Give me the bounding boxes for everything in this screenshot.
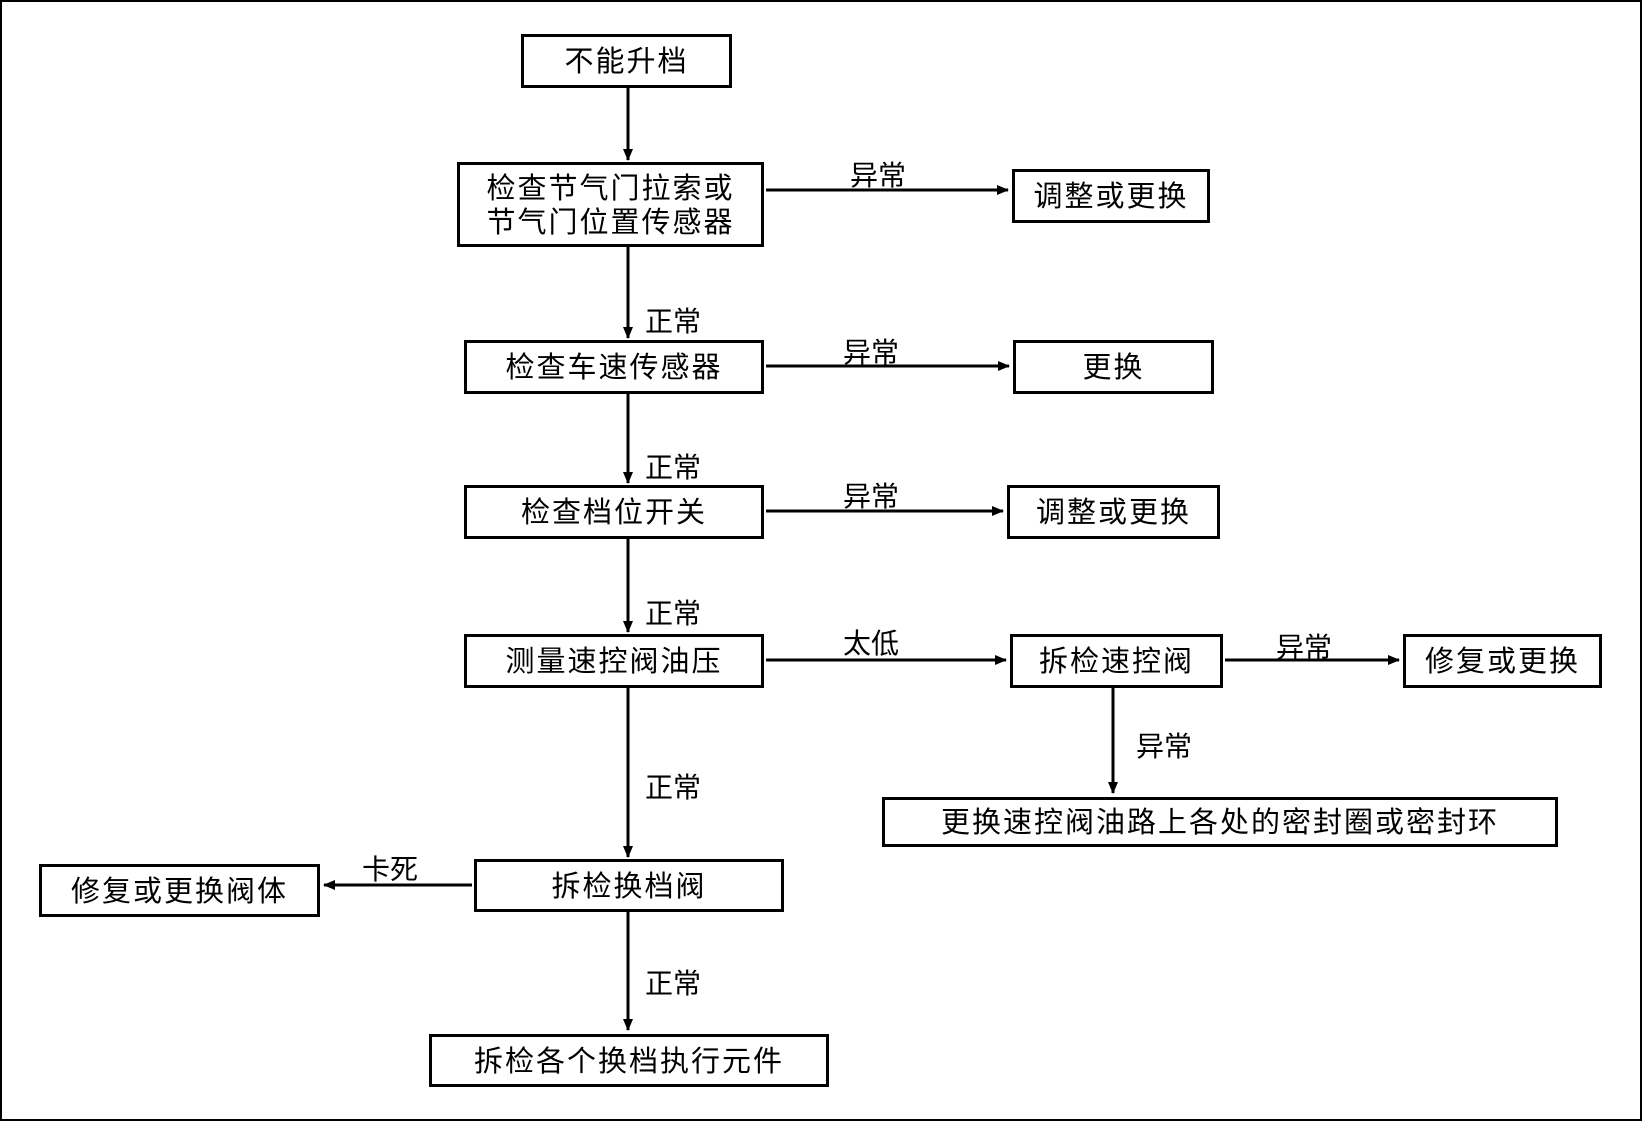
edge-label: 异常 bbox=[843, 336, 900, 369]
node-label: 拆检换档阀 bbox=[551, 868, 707, 903]
node-label: 检查车速传感器 bbox=[505, 350, 723, 384]
node-label: 不能升档 bbox=[564, 44, 689, 78]
edge-label: 异常 bbox=[1276, 631, 1333, 664]
node-label: 拆检各个换档执行元件 bbox=[473, 1043, 784, 1078]
node-replace-speed-sensor: 更换 bbox=[1013, 340, 1214, 394]
node-measure-governor-pressure: 测量速控阀油压 bbox=[464, 634, 764, 688]
node-label: 修复或更换 bbox=[1424, 644, 1580, 678]
node-label: 调整或更换 bbox=[1033, 179, 1189, 213]
edge-label: 正常 bbox=[645, 451, 702, 484]
node-label: 拆检速控阀 bbox=[1038, 644, 1194, 678]
node-check-gear-switch: 检查档位开关 bbox=[464, 485, 764, 539]
node-fix-throttle: 调整或更换 bbox=[1012, 169, 1210, 223]
node-label: 更换速控阀油路上各处的密封圈或密封环 bbox=[940, 805, 1499, 839]
edge-label: 正常 bbox=[645, 967, 702, 1000]
node-check-throttle: 检查节气门拉索或 节气门位置传感器 bbox=[457, 162, 764, 247]
edge-label: 太低 bbox=[843, 627, 900, 660]
edge-label: 异常 bbox=[1136, 730, 1193, 763]
node-check-speed-sensor: 检查车速传感器 bbox=[464, 340, 764, 394]
node-start: 不能升档 bbox=[521, 34, 732, 88]
node-inspect-shift-elements: 拆检各个换档执行元件 bbox=[429, 1034, 829, 1087]
edge-label: 异常 bbox=[843, 480, 900, 513]
node-repair-governor: 修复或更换 bbox=[1403, 634, 1602, 688]
edge-label: 正常 bbox=[645, 597, 702, 630]
node-fix-gear-switch: 调整或更换 bbox=[1007, 485, 1220, 539]
node-replace-seals: 更换速控阀油路上各处的密封圈或密封环 bbox=[882, 797, 1558, 847]
edge-label: 卡死 bbox=[362, 853, 419, 886]
node-inspect-shift-valve: 拆检换档阀 bbox=[474, 859, 784, 912]
node-repair-valve-body: 修复或更换阀体 bbox=[39, 864, 320, 917]
node-label: 调整或更换 bbox=[1035, 495, 1191, 529]
edge-label: 正常 bbox=[645, 771, 702, 804]
node-label: 测量速控阀油压 bbox=[505, 644, 723, 678]
node-label: 检查节气门拉索或 节气门位置传感器 bbox=[486, 170, 735, 239]
node-label: 检查档位开关 bbox=[520, 495, 707, 529]
edge-label: 正常 bbox=[645, 305, 702, 338]
node-label: 修复或更换阀体 bbox=[70, 873, 288, 908]
node-label: 更换 bbox=[1082, 350, 1145, 384]
edge-label: 异常 bbox=[850, 159, 907, 192]
node-inspect-governor: 拆检速控阀 bbox=[1010, 634, 1223, 688]
